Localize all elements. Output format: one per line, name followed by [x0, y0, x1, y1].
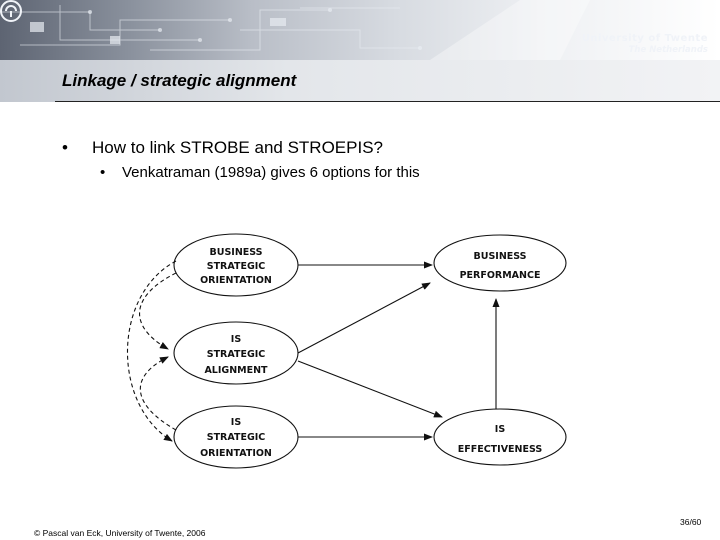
title-band [0, 60, 720, 102]
bullet-text: How to link STROBE and STROEPIS? [92, 138, 383, 157]
university-logo-icon [0, 0, 22, 22]
sub-bullet-text: Venkatraman (1989a) gives 6 options for … [122, 164, 420, 181]
node-label: IS [231, 417, 242, 428]
node-label: ORIENTATION [200, 448, 272, 459]
dashed-arrow-top-to-bottom [126, 260, 177, 442]
dashed-arrow-bottom-to-middle [139, 356, 177, 431]
node-label: STRATEGIC [207, 349, 266, 360]
node-label: STRATEGIC [207, 432, 266, 443]
header-banner: University of Twente The Netherlands [0, 0, 720, 60]
node-label: STRATEGIC [207, 261, 266, 272]
slide-title: Linkage / strategic alignment [62, 71, 297, 90]
title-divider [55, 101, 720, 102]
node-label: BUSINESS [473, 251, 526, 262]
node-label: PERFORMANCE [460, 270, 541, 281]
sub-bullet-marker: • [100, 164, 106, 181]
node-label: ALIGNMENT [204, 365, 268, 376]
university-name: University of Twente [581, 33, 708, 44]
university-country: The Netherlands [628, 45, 708, 55]
arrow-alignment-to-performance [297, 282, 431, 354]
bullet-marker: • [62, 138, 68, 157]
node-label: BUSINESS [209, 247, 262, 258]
node-label: EFFECTIVENESS [458, 444, 543, 455]
alignment-diagram: BUSINESS STRATEGIC ORIENTATION IS STRATE… [126, 233, 567, 469]
node-is-effectiveness [433, 408, 567, 466]
node-label: IS [231, 334, 242, 345]
dashed-arrow-top-to-middle [139, 272, 177, 350]
node-label: ORIENTATION [200, 275, 272, 286]
circuit-board-decoration [0, 0, 590, 60]
node-label: IS [495, 424, 506, 435]
node-business-performance [433, 234, 567, 292]
page-number: 36/60 [680, 517, 702, 527]
footer-copyright: © Pascal van Eck, University of Twente, … [34, 528, 206, 538]
arrow-alignment-to-effectiveness [297, 360, 443, 418]
